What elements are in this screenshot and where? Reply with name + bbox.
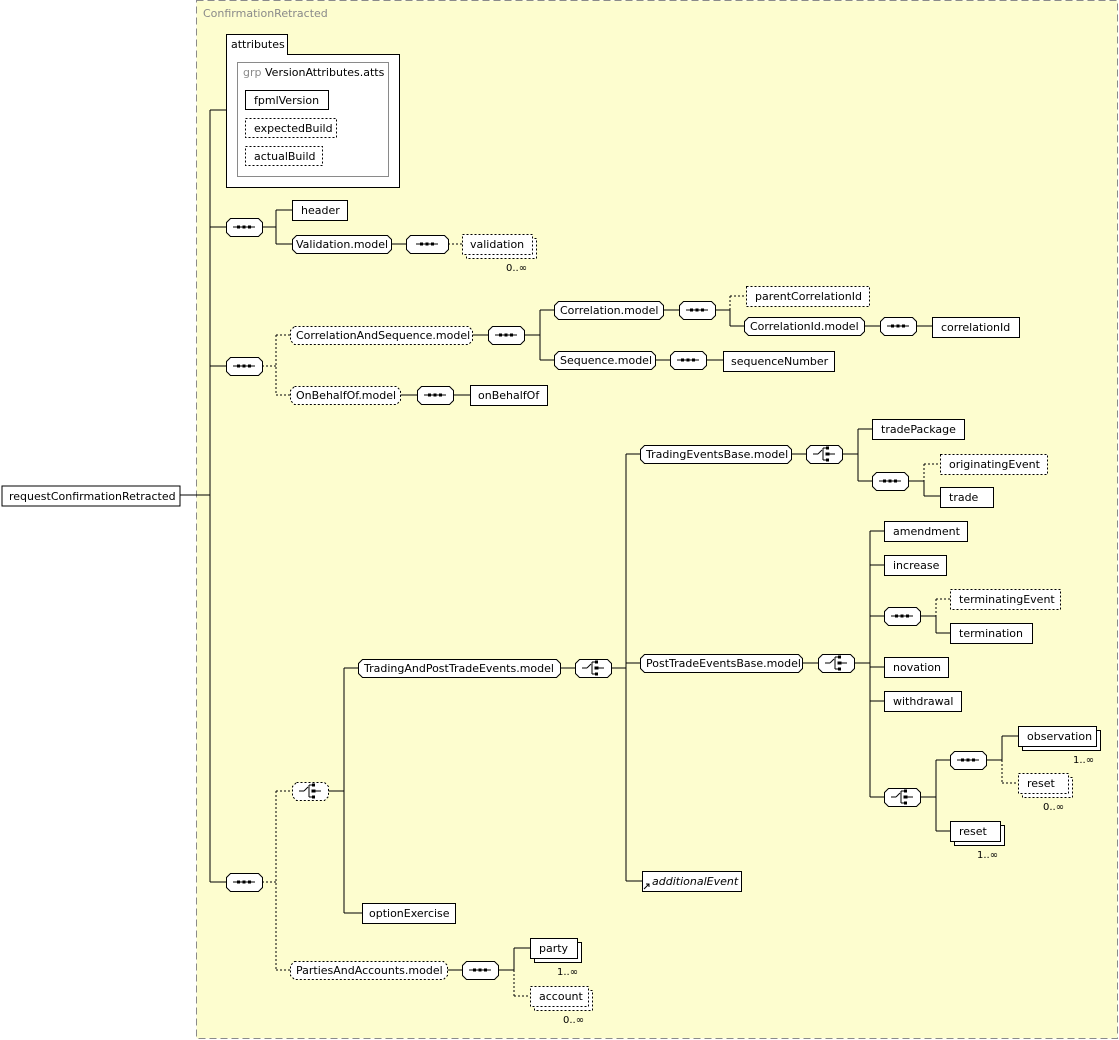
group-parties-and-accounts-model[interactable]: PartiesAndAccounts.model [296, 964, 443, 977]
element-correlation-id[interactable]: correlationId [941, 321, 1010, 334]
occurrence-validation: 0..∞ [506, 263, 527, 274]
occurrence-observation: 1..∞ [1073, 755, 1094, 766]
element-parent-correlation-id[interactable]: parentCorrelationId [755, 290, 862, 303]
element-trade[interactable]: trade [949, 491, 979, 504]
attr-actual-build[interactable]: actualBuild [254, 150, 315, 163]
element-reset-optional[interactable]: reset [1027, 777, 1056, 790]
element-sequence-number[interactable]: sequenceNumber [731, 355, 829, 368]
element-increase[interactable]: increase [893, 559, 940, 572]
group-on-behalf-of-model[interactable]: OnBehalfOf.model [296, 389, 396, 402]
element-trade-package[interactable]: tradePackage [881, 423, 956, 436]
group-trading-events-base-model[interactable]: TradingEventsBase.model [645, 448, 788, 461]
attr-expected-build[interactable]: expectedBuild [254, 122, 333, 135]
root-element[interactable]: requestConfirmationRetracted [9, 490, 176, 503]
element-observation[interactable]: observation [1027, 730, 1092, 743]
element-on-behalf-of[interactable]: onBehalfOf [478, 389, 540, 402]
connectors [180, 109, 1018, 997]
group-trading-and-post-trade-events-model[interactable]: TradingAndPostTradeEvents.model [363, 662, 554, 675]
element-originating-event[interactable]: originatingEvent [949, 458, 1041, 471]
element-validation[interactable]: validation [470, 238, 524, 251]
attributes-tab-label: attributes [231, 38, 285, 51]
group-validation-model[interactable]: Validation.model [296, 238, 388, 251]
element-reset-required[interactable]: reset [959, 825, 988, 838]
group-correlation-id-model[interactable]: CorrelationId.model [750, 320, 859, 333]
attribute-group-name: VersionAttributes.atts [265, 66, 385, 79]
element-party[interactable]: party [539, 942, 569, 955]
group-correlation-and-sequence-model[interactable]: CorrelationAndSequence.model [296, 329, 470, 342]
occurrence-reset-optional: 0..∞ [1043, 802, 1064, 813]
attr-fpml-version[interactable]: fpmlVersion [254, 94, 319, 107]
element-termination[interactable]: termination [959, 627, 1023, 640]
attribute-group-prefix: grp [243, 66, 262, 79]
compositors [226, 218, 987, 980]
element-withdrawal[interactable]: withdrawal [893, 695, 953, 708]
element-account[interactable]: account [539, 990, 584, 1003]
element-amendment[interactable]: amendment [893, 525, 961, 538]
group-post-trade-events-base-model[interactable]: PostTradeEventsBase.model [646, 657, 801, 670]
element-terminating-event[interactable]: terminatingEvent [959, 593, 1055, 606]
occurrence-reset-required: 1..∞ [977, 850, 998, 861]
occurrence-party: 1..∞ [557, 967, 578, 978]
reference-arrow-icon [643, 883, 650, 890]
group-sequence-model[interactable]: Sequence.model [560, 354, 652, 367]
element-novation[interactable]: novation [893, 661, 941, 674]
element-header[interactable]: header [301, 204, 340, 217]
element-additional-event[interactable]: additionalEvent [652, 875, 739, 888]
type-name: ConfirmationRetracted [203, 7, 328, 20]
element-option-exercise[interactable]: optionExercise [369, 907, 450, 920]
group-correlation-model[interactable]: Correlation.model [560, 304, 658, 317]
occurrence-account: 0..∞ [563, 1015, 584, 1026]
